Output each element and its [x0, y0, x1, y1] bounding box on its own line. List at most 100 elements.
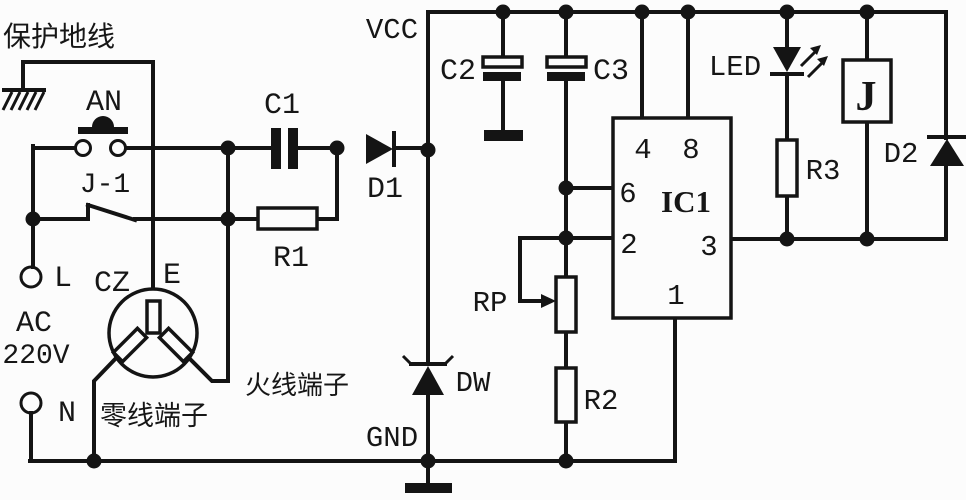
capacitor-c3-symbol	[545, 55, 588, 81]
r3-label: R3	[806, 155, 841, 188]
resistor-r3-symbol	[775, 138, 799, 198]
rp-wiper-arrow	[541, 294, 556, 308]
live-prong-wire	[182, 144, 230, 383]
pin3-label: 3	[700, 231, 717, 264]
l-terminal-label: L	[54, 262, 72, 296]
socket-cz-symbol	[107, 287, 199, 379]
button-bar	[78, 127, 128, 134]
capacitor-c2-symbol	[481, 55, 524, 141]
led-triangle	[773, 47, 801, 72]
terminal-n	[19, 391, 43, 415]
potentiometer-rp-symbol[interactable]	[541, 275, 578, 334]
led-ray-arrow-2	[817, 56, 828, 66]
d2-triangle	[930, 139, 964, 166]
rp-body	[554, 275, 578, 334]
led-label: LED	[709, 51, 761, 84]
r1-label: R1	[273, 242, 309, 276]
led-symbol	[770, 45, 828, 79]
r1-link-wire	[315, 146, 339, 221]
junction-dot	[220, 140, 236, 156]
junction-dot	[859, 4, 875, 20]
voltage-label: 220V	[2, 341, 69, 372]
junction-dot	[779, 4, 795, 20]
gnd-label: GND	[366, 422, 418, 455]
live-slot-rect	[156, 325, 196, 365]
c3-plate-pos	[545, 55, 588, 69]
button-contact-left	[74, 139, 92, 157]
resistor-r1-symbol	[256, 206, 319, 231]
junction-dot	[495, 4, 511, 20]
junction-dot	[420, 142, 436, 158]
c2-label: C2	[440, 55, 476, 89]
push-button-an-symbol[interactable]	[74, 116, 129, 157]
c3-label: C3	[593, 55, 629, 89]
d1-label: D1	[367, 173, 403, 207]
r2-label: R2	[584, 385, 619, 418]
vcc-label: VCC	[366, 14, 418, 47]
rp-label: RP	[473, 287, 508, 320]
junction-dot	[680, 4, 696, 20]
junction-dot	[86, 453, 102, 469]
ic1-body	[611, 116, 733, 320]
junction-dot	[220, 211, 236, 227]
button-cap-icon	[92, 116, 114, 127]
junction-dot	[558, 180, 574, 196]
neutral-terminal-cn-label: 零线端子	[100, 401, 208, 431]
capacitor-c1-symbol	[271, 128, 298, 169]
diode-d1-symbol	[366, 131, 396, 167]
ground-rail	[28, 316, 677, 463]
earth-wire	[21, 60, 155, 305]
pin1-label: 1	[667, 280, 684, 313]
relay-coil-letter: J	[856, 74, 877, 120]
pin6-label: 6	[619, 178, 636, 211]
led-ray-lines	[799, 49, 825, 79]
j1-label: J-1	[80, 170, 130, 201]
junction-dot	[329, 140, 345, 156]
junction-dots	[25, 4, 875, 469]
zener-dw-symbol	[401, 354, 455, 395]
socket-neutral-slot	[110, 325, 150, 365]
terminal-l	[19, 265, 43, 289]
pin4-label: 4	[634, 134, 651, 167]
c2-plate-neg	[483, 72, 521, 81]
j1-blade	[85, 202, 138, 223]
an-label: AN	[86, 86, 122, 120]
cz-label: CZ	[94, 267, 130, 301]
junction-dot	[25, 211, 41, 227]
junction-dot	[634, 4, 650, 20]
protect-earth-label: 保护地线	[3, 21, 115, 52]
gnd-bar-icon	[405, 483, 452, 493]
junction-dot	[558, 453, 574, 469]
labels: 保护地线 AN J-1 C1 R1 D1 L CZ E AC 220V N 零线…	[2, 14, 918, 455]
d2-label: D2	[884, 138, 919, 171]
junction-dot	[558, 4, 574, 20]
dw-bar-wings	[401, 354, 455, 366]
wires	[21, 10, 948, 485]
dw-label: DW	[456, 367, 491, 400]
resistor-r2-symbol	[554, 366, 578, 424]
neutral-slot-rect	[110, 325, 150, 365]
junction-dot	[420, 453, 436, 469]
live-terminal-cn-label: 火线端子	[245, 370, 349, 400]
earth-hatches	[1, 91, 46, 111]
button-contact-right	[109, 139, 127, 157]
socket-earth-slot	[145, 299, 162, 335]
dw-triangle	[412, 366, 444, 395]
led-ray-arrow-1	[810, 45, 821, 55]
pin8-label: 8	[682, 134, 699, 167]
diode-d2-symbol	[927, 135, 966, 166]
c2-plate-pos	[481, 55, 524, 69]
junction-dot	[558, 230, 574, 246]
pin2-label: 2	[620, 229, 637, 262]
c3-plate-neg	[547, 72, 585, 81]
neutral-prong-wire	[92, 350, 124, 463]
d1-triangle	[366, 134, 393, 164]
c1-plate-left	[271, 128, 281, 169]
rp-wiper-wire	[518, 236, 568, 303]
ac-label: AC	[16, 307, 52, 341]
junction-dot	[779, 231, 795, 247]
ic1-label: IC1	[661, 184, 711, 219]
c2-ground-bar	[484, 130, 523, 141]
